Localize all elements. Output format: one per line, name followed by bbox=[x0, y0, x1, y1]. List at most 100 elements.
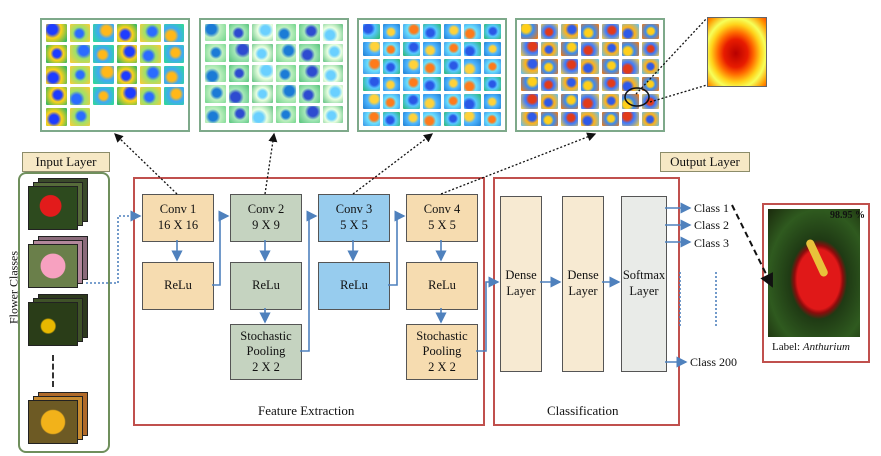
feature-map-tile bbox=[621, 94, 639, 109]
feature-map-tile bbox=[69, 45, 90, 63]
feature-map-tile bbox=[363, 94, 381, 109]
feature-map-tile bbox=[228, 44, 249, 62]
input-layer-tag: Input Layer bbox=[22, 152, 110, 172]
feature-map-tile bbox=[403, 59, 421, 74]
feature-map-tile bbox=[228, 85, 249, 103]
feature-map-tile bbox=[363, 59, 381, 74]
feature-map-conv1 bbox=[40, 18, 190, 132]
feature-map-conv4 bbox=[515, 18, 665, 132]
feature-map-tile bbox=[561, 111, 579, 126]
feature-map-tile bbox=[561, 41, 579, 56]
feature-map-tile bbox=[483, 94, 501, 109]
feature-map-tile bbox=[228, 24, 249, 42]
feature-map-tile bbox=[383, 76, 401, 91]
feature-map-tile bbox=[581, 59, 599, 74]
feature-map-tile bbox=[46, 87, 67, 105]
feature-map-tile bbox=[581, 24, 599, 39]
feature-map-tile bbox=[443, 24, 461, 39]
feature-map-tile bbox=[463, 41, 481, 56]
classification-frame bbox=[493, 177, 680, 426]
stochastic-pooling-block-2: Stochastic Pooling 2 X 2 bbox=[406, 324, 478, 380]
feature-map-tile bbox=[252, 85, 273, 103]
dense-layer-2: Dense Layer bbox=[562, 196, 604, 372]
feature-map-tile bbox=[163, 87, 184, 105]
feature-map-tile bbox=[205, 85, 226, 103]
feature-map-tile bbox=[521, 24, 539, 39]
stochastic-pooling-block-1: Stochastic Pooling 2 X 2 bbox=[230, 324, 302, 380]
dense-layer-1: Dense Layer bbox=[500, 196, 542, 372]
softmax-layer: Softmax Layer bbox=[621, 196, 667, 372]
feature-map-tile bbox=[252, 105, 273, 123]
feature-map-tile bbox=[299, 24, 320, 42]
feature-map-tile bbox=[541, 111, 559, 126]
output-layer-tag: Output Layer bbox=[660, 152, 750, 172]
feature-map-tile bbox=[581, 76, 599, 91]
feature-map-tile bbox=[423, 94, 441, 109]
feature-map-tile bbox=[403, 41, 421, 56]
feature-map-tile bbox=[252, 44, 273, 62]
class-label-1: Class 1 bbox=[694, 201, 730, 215]
feature-map-tile bbox=[641, 111, 659, 126]
conv1-block: Conv 1 16 X 16 bbox=[142, 194, 214, 242]
flower-stack-ellipsis bbox=[52, 355, 56, 387]
feature-map-tile bbox=[275, 105, 296, 123]
feature-map-tile bbox=[443, 59, 461, 74]
feature-map-tile bbox=[140, 87, 161, 105]
feature-map-tile bbox=[116, 87, 137, 105]
feature-map-tile bbox=[641, 24, 659, 39]
feature-map-tile bbox=[581, 111, 599, 126]
flower-image-stack-3 bbox=[28, 294, 88, 346]
feature-map-conv2 bbox=[199, 18, 349, 132]
feature-map-tile bbox=[521, 94, 539, 109]
feature-map-tile bbox=[322, 64, 343, 83]
feature-map-tile bbox=[483, 24, 501, 39]
prediction-probability: 98.95 % bbox=[830, 210, 865, 221]
feature-map-tile bbox=[423, 76, 441, 91]
feature-map-tile bbox=[463, 59, 481, 74]
feature-map-tile bbox=[483, 76, 501, 91]
zoomed-activation-heatmap bbox=[707, 17, 767, 87]
feature-map-tile bbox=[363, 41, 381, 56]
feature-map-tile bbox=[252, 24, 273, 42]
relu-block-3: ReLu bbox=[318, 262, 390, 310]
feature-map-conv3 bbox=[357, 18, 507, 132]
feature-map-tile bbox=[69, 87, 90, 105]
feature-map-tile bbox=[463, 111, 481, 126]
feature-map-tile bbox=[601, 111, 619, 126]
feature-map-tile bbox=[463, 94, 481, 109]
feature-map-tile bbox=[163, 66, 184, 84]
feature-map-tile bbox=[483, 59, 501, 74]
feature-map-tile bbox=[561, 94, 579, 109]
feature-map-tile bbox=[581, 41, 599, 56]
anthurium-output-image bbox=[768, 209, 860, 337]
feature-map-tile bbox=[383, 94, 401, 109]
feature-map-tile bbox=[69, 24, 90, 42]
feature-map-tile bbox=[322, 24, 343, 42]
feature-map-tile bbox=[521, 41, 539, 56]
feature-map-tile bbox=[205, 24, 226, 42]
feature-map-tile bbox=[621, 59, 639, 74]
feature-map-tile bbox=[299, 85, 320, 103]
relu-block-2: ReLu bbox=[230, 262, 302, 310]
feature-map-tile bbox=[163, 24, 184, 42]
conv4-block: Conv 4 5 X 5 bbox=[406, 194, 478, 242]
feature-map-tile bbox=[322, 105, 343, 123]
feature-map-tile bbox=[275, 85, 296, 103]
feature-map-tile bbox=[621, 111, 639, 126]
feature-map-tile bbox=[561, 24, 579, 39]
feature-map-tile bbox=[363, 24, 381, 39]
feature-map-tile bbox=[601, 41, 619, 56]
feature-map-tile bbox=[403, 94, 421, 109]
feature-map-tile bbox=[69, 108, 90, 126]
feature-map-tile bbox=[140, 24, 161, 42]
feature-map-tile bbox=[621, 24, 639, 39]
feature-map-tile bbox=[93, 24, 114, 42]
feature-map-tile bbox=[205, 44, 226, 62]
feature-map-tile bbox=[601, 94, 619, 109]
conv3-block: Conv 3 5 X 5 bbox=[318, 194, 390, 242]
feature-map-tile bbox=[46, 24, 67, 42]
feature-map-tile bbox=[252, 64, 273, 83]
feature-extraction-frame bbox=[133, 177, 485, 426]
feature-map-tile bbox=[561, 59, 579, 74]
